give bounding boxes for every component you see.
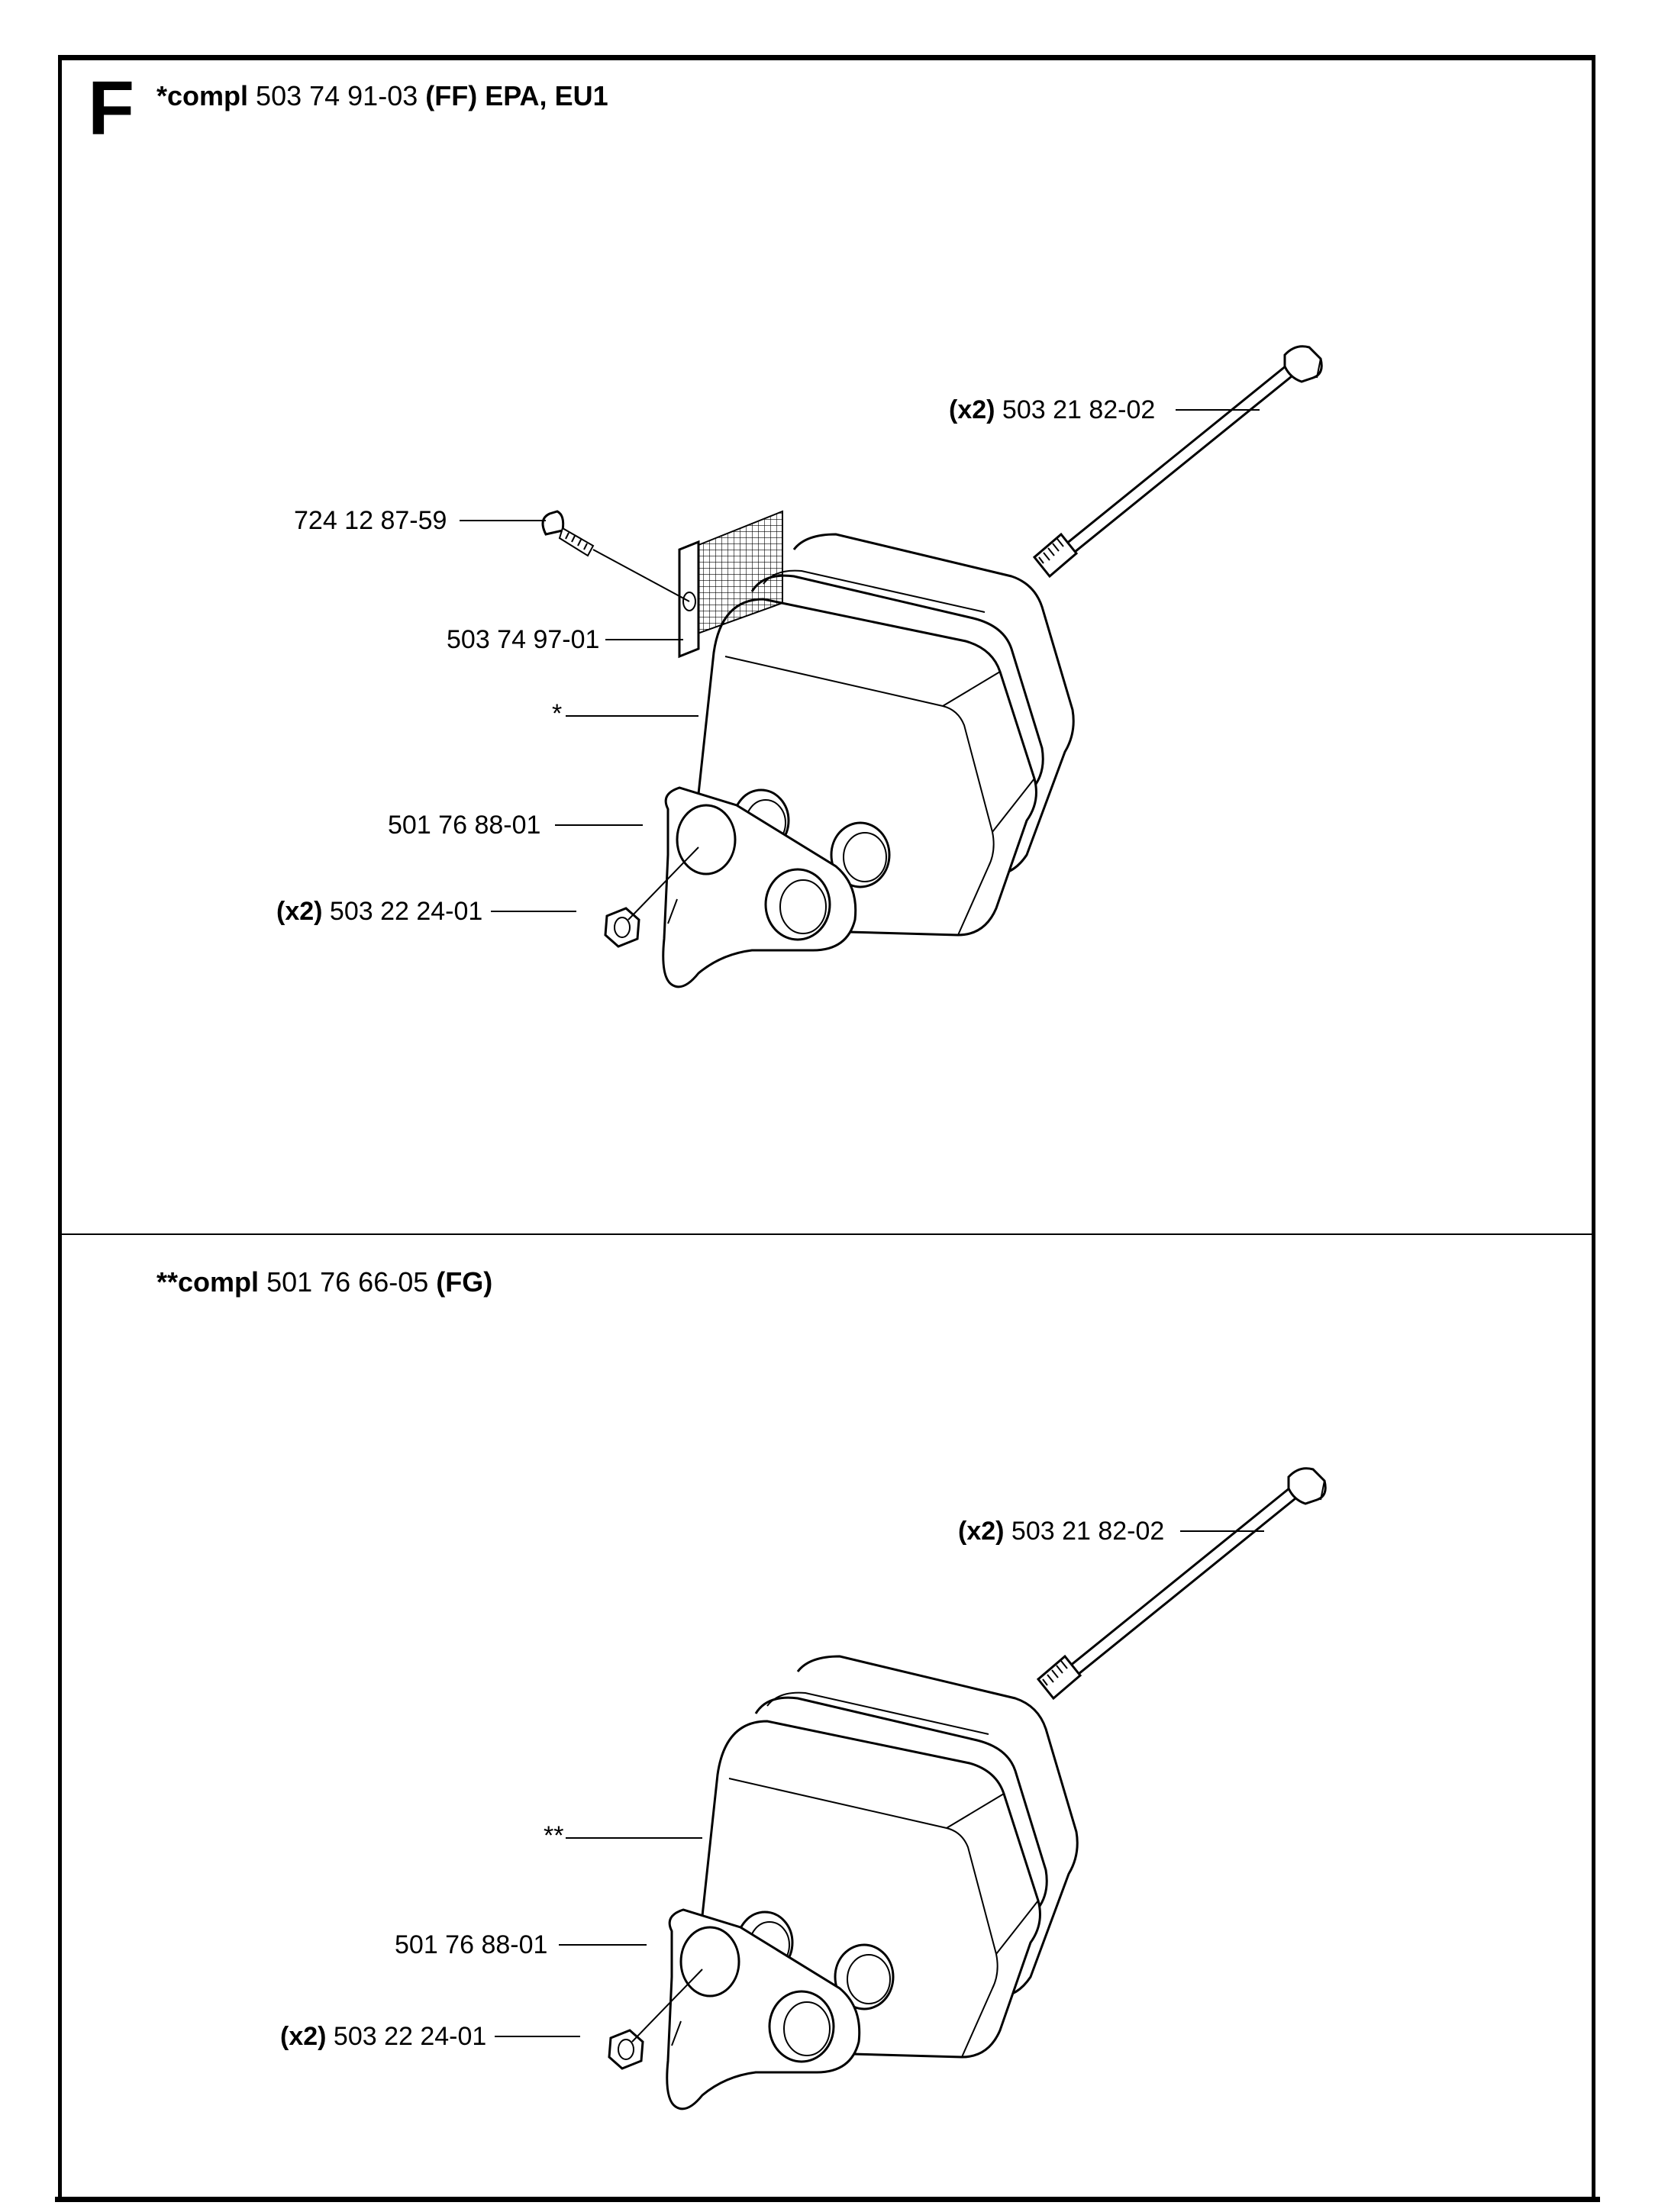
- section-letter: F: [88, 66, 135, 151]
- section-divider: [62, 1233, 1592, 1235]
- heading-suffix: (FF) EPA, EU1: [425, 80, 608, 111]
- heading-suffix: (FG): [436, 1266, 493, 1298]
- heading-prefix: **compl: [156, 1266, 260, 1298]
- callout-muffler-top: *: [552, 701, 562, 727]
- heading-part-number: 503 74 91-03: [256, 80, 418, 111]
- callout-qty: (x2): [958, 1517, 1005, 1546]
- callout-screen-top: 503 74 97-01: [447, 627, 599, 653]
- callout-gasket-bottom: 501 76 88-01: [395, 1932, 547, 1958]
- callout-part: *: [552, 699, 563, 728]
- callout-part: 501 76 88-01: [395, 1930, 548, 1959]
- callout-nut-bottom: (x2) 503 22 24-01: [280, 2023, 486, 2049]
- callout-bolt-top: (x2) 503 21 82-02: [949, 397, 1155, 423]
- muffler-assembly-top: [543, 345, 1323, 988]
- assembly-heading-top: *compl 503 74 91-03 (FF) EPA, EU1: [156, 82, 608, 110]
- callout-part: 503 22 24-01: [333, 2022, 487, 2051]
- callout-bolt-bottom: (x2) 503 21 82-02: [958, 1518, 1164, 1544]
- page-frame: [58, 55, 1595, 2198]
- muffler-assembly-bottom: [608, 1467, 1327, 2110]
- callout-gasket-top: 501 76 88-01: [388, 812, 540, 838]
- callout-muffler-bottom: **: [544, 1823, 563, 1849]
- callout-nut-top: (x2) 503 22 24-01: [276, 898, 482, 924]
- callout-part: **: [544, 1821, 564, 1850]
- callout-part: 503 74 97-01: [447, 625, 600, 654]
- callout-part: 503 22 24-01: [329, 897, 483, 926]
- heading-part-number: 501 76 66-05: [266, 1266, 429, 1298]
- heading-prefix: *compl: [156, 80, 249, 111]
- callout-qty: (x2): [280, 2022, 327, 2051]
- callout-screw-top: 724 12 87-59: [294, 508, 447, 534]
- callout-part: 501 76 88-01: [388, 811, 541, 840]
- callout-part: 503 21 82-02: [1002, 395, 1156, 424]
- callout-qty: (x2): [949, 395, 995, 424]
- callout-qty: (x2): [276, 897, 323, 926]
- assembly-heading-bottom: **compl 501 76 66-05 (FG): [156, 1269, 492, 1296]
- bottom-rule: [55, 2197, 1600, 2202]
- callout-part: 503 21 82-02: [1011, 1517, 1165, 1546]
- callout-part: 724 12 87-59: [294, 506, 447, 535]
